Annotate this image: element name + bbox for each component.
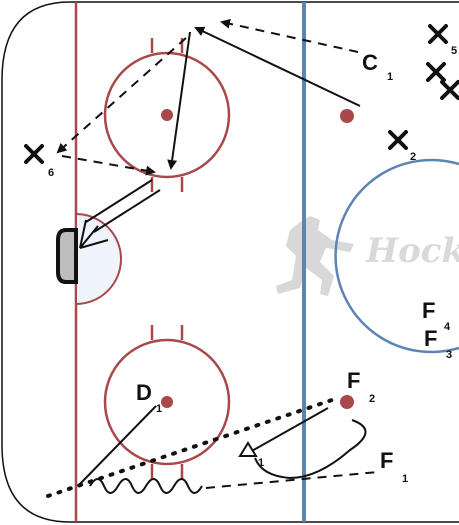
player-f1: F 1 xyxy=(380,448,408,485)
skate-path-down xyxy=(167,31,191,170)
pass-path-to-x6 xyxy=(56,37,187,154)
dotted-path xyxy=(46,398,334,498)
svg-text:1: 1 xyxy=(402,473,408,485)
faceoff-dot xyxy=(161,109,173,121)
watermark: Hock xyxy=(276,216,459,296)
svg-text:1: 1 xyxy=(387,71,393,83)
svg-text:1: 1 xyxy=(156,403,162,415)
neutral-zone-dot xyxy=(340,395,354,409)
pylon-number: 1 xyxy=(258,457,264,469)
opponent-x6: 6 xyxy=(24,144,54,179)
pylon-triangle xyxy=(238,441,258,457)
stickhandle-path xyxy=(89,478,203,494)
faceoff-dot xyxy=(161,396,173,408)
player-f3: F 3 xyxy=(424,326,452,361)
pass-path-top xyxy=(220,18,359,53)
svg-text:D: D xyxy=(136,380,152,405)
svg-text:C: C xyxy=(362,50,378,75)
skate-path-f2 xyxy=(249,407,329,453)
curved-skate-path xyxy=(254,419,367,480)
player-d1: D 1 xyxy=(136,380,162,415)
faceoff-circle-bottom xyxy=(103,325,231,479)
player-f2: F 2 xyxy=(347,368,375,405)
goal-crease xyxy=(75,212,122,306)
player-c1: C 1 xyxy=(362,50,393,83)
svg-text:3: 3 xyxy=(446,349,452,361)
pass-path-f1 xyxy=(205,471,379,489)
skate-path-d1 xyxy=(77,405,157,487)
goal-net xyxy=(56,228,78,284)
player-f4: F 4 xyxy=(422,298,451,333)
watermark-skater-icon xyxy=(276,216,354,296)
svg-text:F: F xyxy=(380,448,393,473)
svg-text:F: F xyxy=(424,326,437,351)
opponent-x5-group: 5 xyxy=(426,24,459,100)
svg-text:F: F xyxy=(347,368,360,393)
svg-text:F: F xyxy=(422,298,435,323)
neutral-zone-dot xyxy=(340,109,354,123)
svg-text:2: 2 xyxy=(369,393,375,405)
center-circle xyxy=(334,158,459,354)
opponent-number: 5 xyxy=(451,45,457,57)
shot-arrow xyxy=(79,179,161,249)
opponent-number: 2 xyxy=(410,151,416,163)
watermark-text: Hock xyxy=(365,231,459,271)
skate-path-c1 xyxy=(194,26,361,107)
svg-text:4: 4 xyxy=(444,321,451,333)
faceoff-circle-top xyxy=(103,38,231,192)
opponent-number: 6 xyxy=(48,167,54,179)
opponent-x2: 2 xyxy=(388,130,416,163)
